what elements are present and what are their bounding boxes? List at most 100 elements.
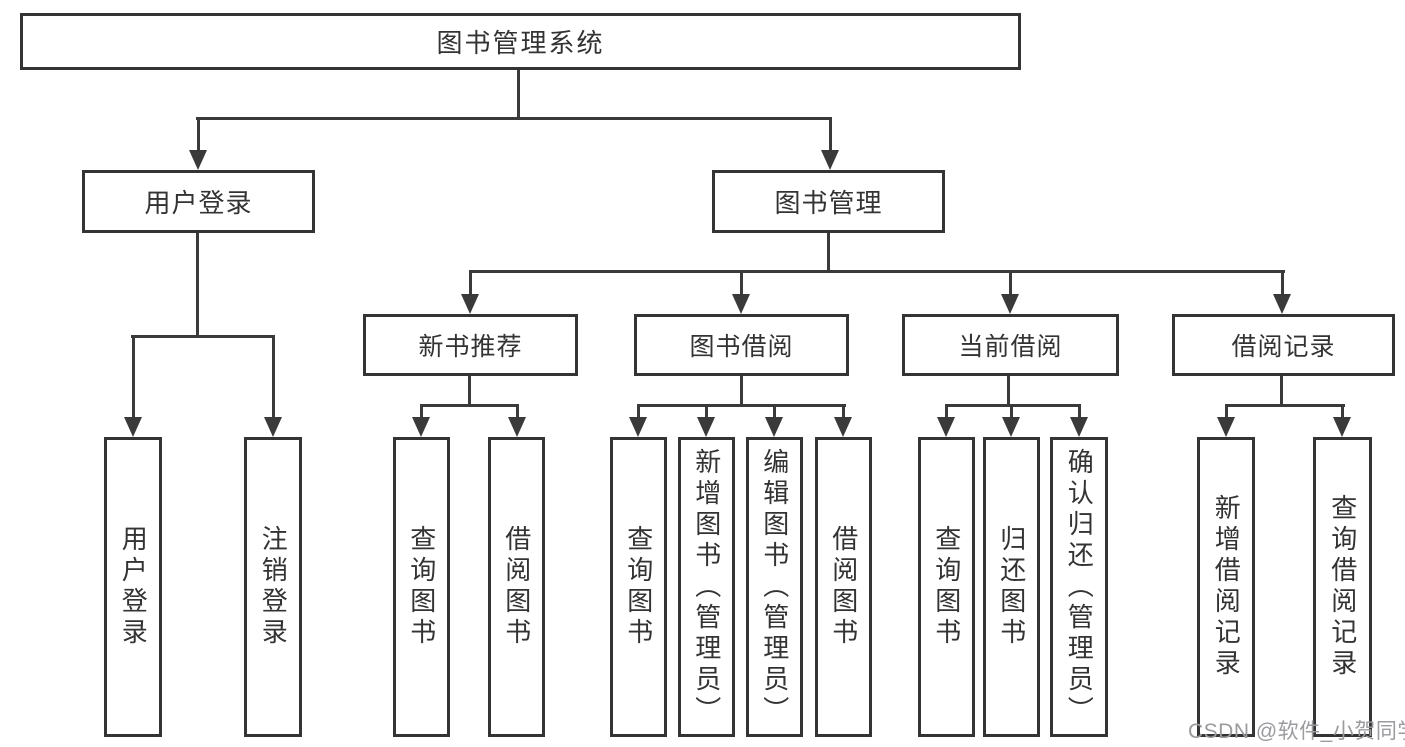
connector-user-login-stem <box>196 232 199 337</box>
leaf-cb-query-books: 查询图书 <box>918 437 975 737</box>
connector-line <box>1224 404 1228 418</box>
arrowhead-down-icon <box>1002 417 1020 437</box>
arrowhead-down-icon <box>937 417 955 437</box>
leaf-bb-add-books-admin: 新增图书（管理员） <box>678 437 735 737</box>
arrow-to-current-borrowing <box>1001 270 1019 314</box>
arrowhead-down-icon <box>1001 294 1019 314</box>
arrowhead-down-icon <box>412 417 430 437</box>
arrow-to-bb-add-books <box>697 404 715 437</box>
connector-book-management-branch <box>469 270 1285 273</box>
connector-cb-stem <box>1007 376 1010 406</box>
leaf-br-add-borrow-record-label: 新增借阅记录 <box>1211 494 1242 680</box>
connector-nbr-branch <box>420 404 519 407</box>
leaf-bb-borrow-books: 借阅图书 <box>815 437 872 737</box>
connector-line <box>1340 404 1344 418</box>
arrow-to-bb-edit-books <box>765 404 783 437</box>
connector-br-branch <box>1225 404 1345 407</box>
leaf-nbr-borrow-books-label: 借阅图书 <box>501 525 532 649</box>
leaf-cb-return-books-label: 归还图书 <box>996 525 1027 649</box>
arrowhead-down-icon <box>834 417 852 437</box>
leaf-user-login-label: 用户登录 <box>118 525 149 649</box>
arrow-to-leaf-logout <box>264 335 282 437</box>
arrowhead-down-icon <box>189 150 207 170</box>
arrow-to-user-login <box>189 117 207 170</box>
connector-user-login-branch <box>131 335 275 338</box>
leaf-bb-edit-books-admin: 编辑图书（管理员） <box>746 437 803 737</box>
arrow-to-new-book-recommendation <box>461 270 479 314</box>
leaf-br-add-borrow-record: 新增借阅记录 <box>1197 437 1255 737</box>
arrow-to-bb-borrow-books <box>834 404 852 437</box>
connector-line <box>841 404 845 418</box>
leaf-bb-edit-books-admin-label: 编辑图书（管理员） <box>759 447 790 727</box>
connector-cb-branch <box>945 404 1081 407</box>
connector-line <box>1008 270 1012 295</box>
connector-line <box>828 117 832 151</box>
arrowhead-down-icon <box>697 417 715 437</box>
arrow-to-cb-confirm-return <box>1070 404 1088 437</box>
leaf-bb-query-books-label: 查询图书 <box>623 525 654 649</box>
arrowhead-down-icon <box>629 417 647 437</box>
leaf-nbr-query-books-label: 查询图书 <box>406 525 437 649</box>
arrow-to-leaf-user-login <box>124 335 142 437</box>
arrow-to-br-add-record <box>1217 404 1235 437</box>
connector-br-stem <box>1280 376 1283 406</box>
arrowhead-down-icon <box>264 417 282 437</box>
node-current-borrowing: 当前借阅 <box>902 314 1119 376</box>
node-borrowing-records: 借阅记录 <box>1172 314 1395 376</box>
connector-line <box>772 404 776 418</box>
connector-line <box>1009 404 1013 418</box>
connector-line <box>196 117 200 151</box>
node-new-book-recommendation: 新书推荐 <box>363 314 578 376</box>
arrowhead-down-icon <box>1217 417 1235 437</box>
arrowhead-down-icon <box>461 294 479 314</box>
arrowhead-down-icon <box>1070 417 1088 437</box>
arrowhead-down-icon <box>732 294 750 314</box>
connector-line <box>515 404 519 418</box>
arrow-to-bb-query-books <box>629 404 647 437</box>
arrow-to-borrowing-records <box>1273 270 1291 314</box>
arrow-to-nbr-query-books <box>412 404 430 437</box>
leaf-cb-query-books-label: 查询图书 <box>931 525 962 649</box>
arrow-to-cb-query-books <box>937 404 955 437</box>
arrowhead-down-icon <box>765 417 783 437</box>
connector-root-branch <box>196 117 832 120</box>
arrow-to-cb-return-books <box>1002 404 1020 437</box>
arrowhead-down-icon <box>821 150 839 170</box>
connector-line <box>271 335 275 418</box>
leaf-logout-label: 注销登录 <box>258 525 289 649</box>
node-book-borrowing: 图书借阅 <box>634 314 849 376</box>
connector-line <box>1280 270 1284 295</box>
connector-root-stem <box>517 70 520 118</box>
node-root: 图书管理系统 <box>20 13 1021 70</box>
connector-line <box>739 270 743 295</box>
csdn-watermark: CSDN @软件_小贺同学 <box>1188 720 1405 743</box>
connector-line <box>468 270 472 295</box>
leaf-cb-confirm-return-admin-label: 确认归还（管理员） <box>1064 447 1095 727</box>
connector-bb-branch <box>637 404 846 407</box>
connector-nbr-stem <box>468 376 471 406</box>
arrow-to-br-query-record <box>1333 404 1351 437</box>
leaf-logout: 注销登录 <box>244 437 302 737</box>
connector-line <box>944 404 948 418</box>
arrowhead-down-icon <box>124 417 142 437</box>
connector-bb-stem <box>740 376 743 406</box>
connector-line <box>704 404 708 418</box>
leaf-br-query-borrow-record-label: 查询借阅记录 <box>1327 494 1358 680</box>
leaf-br-query-borrow-record: 查询借阅记录 <box>1313 437 1372 737</box>
arrowhead-down-icon <box>1273 294 1291 314</box>
leaf-cb-return-books: 归还图书 <box>983 437 1040 737</box>
leaf-nbr-borrow-books: 借阅图书 <box>488 437 545 737</box>
leaf-bb-query-books: 查询图书 <box>610 437 667 737</box>
arrow-to-nbr-borrow-books <box>508 404 526 437</box>
leaf-cb-confirm-return-admin: 确认归还（管理员） <box>1050 437 1108 737</box>
arrowhead-down-icon <box>1333 417 1351 437</box>
connector-book-management-stem <box>827 232 830 272</box>
leaf-nbr-query-books: 查询图书 <box>393 437 450 737</box>
leaf-bb-add-books-admin-label: 新增图书（管理员） <box>691 447 722 727</box>
connector-line <box>131 335 135 418</box>
node-book-management: 图书管理 <box>712 170 945 233</box>
leaf-bb-borrow-books-label: 借阅图书 <box>828 525 859 649</box>
connector-line <box>636 404 640 418</box>
leaf-user-login: 用户登录 <box>104 437 162 737</box>
